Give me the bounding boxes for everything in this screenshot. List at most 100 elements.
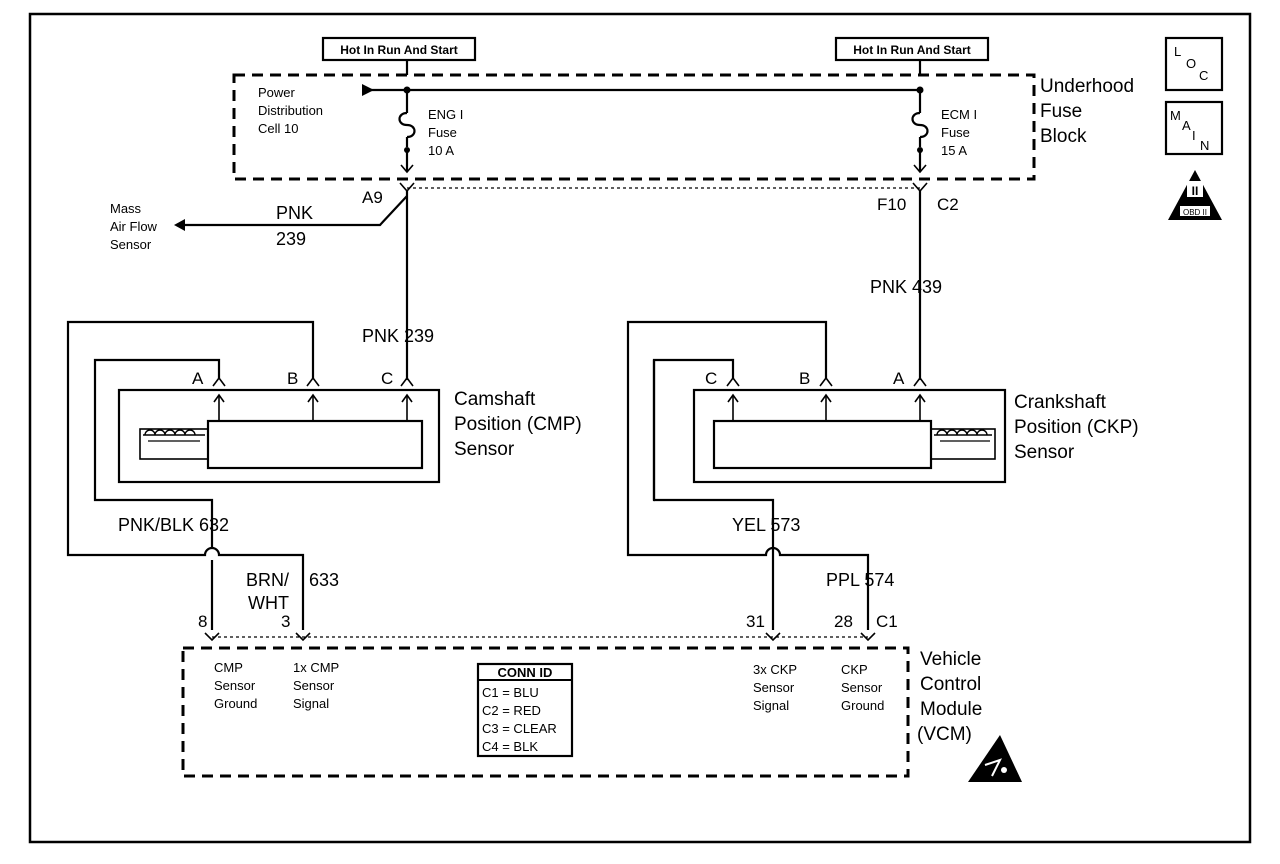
svg-text:Vehicle: Vehicle <box>920 649 981 670</box>
svg-text:ENG I: ENG I <box>428 107 463 122</box>
eng-fuse <box>398 90 416 174</box>
vcm-ckp-signal-label: 3x CKP Sensor Signal <box>753 662 797 713</box>
svg-text:CKP: CKP <box>841 662 868 677</box>
svg-text:Sensor: Sensor <box>293 678 335 693</box>
cmp-pin-c: C <box>381 369 393 388</box>
svg-text:L: L <box>1174 44 1181 59</box>
svg-text:I: I <box>1192 128 1196 143</box>
svg-text:Block: Block <box>1040 126 1087 147</box>
cmp-sensor-label: Camshaft Position (CMP) Sensor <box>454 389 582 460</box>
cmp-signal-wire-top: BRN/ <box>246 570 289 590</box>
fuse-block-name: Underhood Fuse Block <box>1040 76 1134 147</box>
cmp-signal-wire-bottom: WHT <box>248 593 289 613</box>
svg-text:Cell 10: Cell 10 <box>258 121 298 136</box>
svg-text:Fuse: Fuse <box>428 125 457 140</box>
svg-text:O: O <box>1186 56 1196 71</box>
svg-text:Sensor: Sensor <box>1014 442 1075 463</box>
ckp-pin-b: B <box>799 369 810 388</box>
obd-ii-icon: II OBD II <box>1168 170 1222 220</box>
conn-id-row: C1 = BLU <box>482 685 539 700</box>
cmp-feed-label: PNK 239 <box>362 326 434 346</box>
svg-text:Air Flow: Air Flow <box>110 219 158 234</box>
pin-f10: F10 <box>877 195 906 214</box>
eng-fuse-label: ENG I Fuse 10 A <box>428 107 463 158</box>
ckp-ground-wire-label: PPL 574 <box>826 570 894 590</box>
wire-maf-branch <box>185 195 408 227</box>
svg-text:CMP: CMP <box>214 660 243 675</box>
vcm-ckp-ground-label: CKP Sensor Ground <box>841 662 884 713</box>
svg-text:Sensor: Sensor <box>454 439 515 460</box>
svg-text:OBD II: OBD II <box>1183 208 1207 217</box>
vcm-connector-c1: C1 <box>876 612 898 631</box>
vcm-module <box>181 646 910 778</box>
vcm-cmp-signal-label: 1x CMP Sensor Signal <box>293 660 339 711</box>
svg-text:Mass: Mass <box>110 201 142 216</box>
ckp-signal-wire-label: YEL 573 <box>732 515 800 535</box>
svg-text:Camshaft: Camshaft <box>454 389 536 410</box>
vcm-label: Vehicle Control Module (VCM) <box>917 649 982 745</box>
cmp-signal-wire-num: 633 <box>309 570 339 590</box>
svg-text:Power: Power <box>258 85 296 100</box>
power-label-right: Hot In Run And Start <box>834 36 990 62</box>
cmp-pin-b: B <box>287 369 298 388</box>
svg-text:Ground: Ground <box>214 696 257 711</box>
conn-id-title: CONN ID <box>498 665 553 680</box>
ckp-pin-a: A <box>893 369 905 388</box>
vcm-pin-3: 3 <box>281 612 290 631</box>
svg-text:Sensor: Sensor <box>214 678 256 693</box>
conn-id-table: CONN ID C1 = BLU C2 = RED C3 = CLEAR C4 … <box>476 662 574 758</box>
vcm-cmp-ground-label: CMP Sensor Ground <box>214 660 257 711</box>
vcm-pin-31: 31 <box>746 612 765 631</box>
svg-text:Signal: Signal <box>753 698 789 713</box>
pin-a9-connector <box>399 182 415 193</box>
wire-ckp-ground <box>626 320 870 630</box>
underhood-fuse-block <box>232 73 1036 181</box>
ckp-feed-label: PNK 439 <box>870 277 942 297</box>
maf-arrow-icon <box>174 219 185 231</box>
vcm-pin-8: 8 <box>198 612 207 631</box>
ckp-sensor-label: Crankshaft Position (CKP) Sensor <box>1014 392 1139 463</box>
svg-text:C: C <box>1199 68 1208 83</box>
pdc-label: Power Distribution Cell 10 <box>258 85 323 136</box>
maf-wire-num: 239 <box>276 229 306 249</box>
svg-text:(VCM): (VCM) <box>917 724 972 745</box>
svg-text:Sensor: Sensor <box>753 680 795 695</box>
wire-cmp-signal <box>66 320 315 630</box>
svg-text:Signal: Signal <box>293 696 329 711</box>
svg-text:3x CKP: 3x CKP <box>753 662 797 677</box>
svg-text:ECM I: ECM I <box>941 107 977 122</box>
cmp-pin-a: A <box>192 369 204 388</box>
ckp-sensor <box>692 376 1007 484</box>
pin-28-connector <box>860 632 876 642</box>
svg-text:15 A: 15 A <box>941 143 967 158</box>
svg-text:Crankshaft: Crankshaft <box>1014 392 1107 413</box>
svg-text:Position (CMP): Position (CMP) <box>454 414 582 435</box>
pin-31-connector <box>765 632 781 642</box>
svg-text:Module: Module <box>920 699 982 720</box>
ecm-fuse <box>911 90 929 174</box>
pin-8-connector <box>204 632 220 642</box>
svg-text:Hot In Run And Start: Hot In Run And Start <box>853 43 971 57</box>
power-label-left: Hot In Run And Start <box>321 36 477 62</box>
conn-id-row: C4 = BLK <box>482 739 538 754</box>
conn-id-row: C2 = RED <box>482 703 541 718</box>
cmp-ground-wire-label: PNK/BLK 632 <box>118 515 229 535</box>
svg-text:Fuse: Fuse <box>1040 101 1082 122</box>
maf-wire-color: PNK <box>276 203 313 223</box>
loc-icon[interactable]: L O C <box>1164 36 1224 92</box>
svg-text:Fuse: Fuse <box>941 125 970 140</box>
wire-ckp-signal <box>654 498 775 630</box>
svg-text:Control: Control <box>920 674 981 695</box>
pin-a9: A9 <box>362 188 383 207</box>
svg-text:N: N <box>1200 138 1209 153</box>
ecm-fuse-label: ECM I Fuse 15 A <box>941 107 977 158</box>
main-icon[interactable]: M A I N <box>1164 100 1224 156</box>
diagram-frame <box>28 12 1252 844</box>
pin-3-connector <box>295 632 311 642</box>
esd-warning-icon <box>968 735 1022 782</box>
svg-text:M: M <box>1170 108 1181 123</box>
wire-cmp-ground <box>93 358 221 548</box>
ckp-pin-c: C <box>705 369 717 388</box>
svg-text:1x CMP: 1x CMP <box>293 660 339 675</box>
